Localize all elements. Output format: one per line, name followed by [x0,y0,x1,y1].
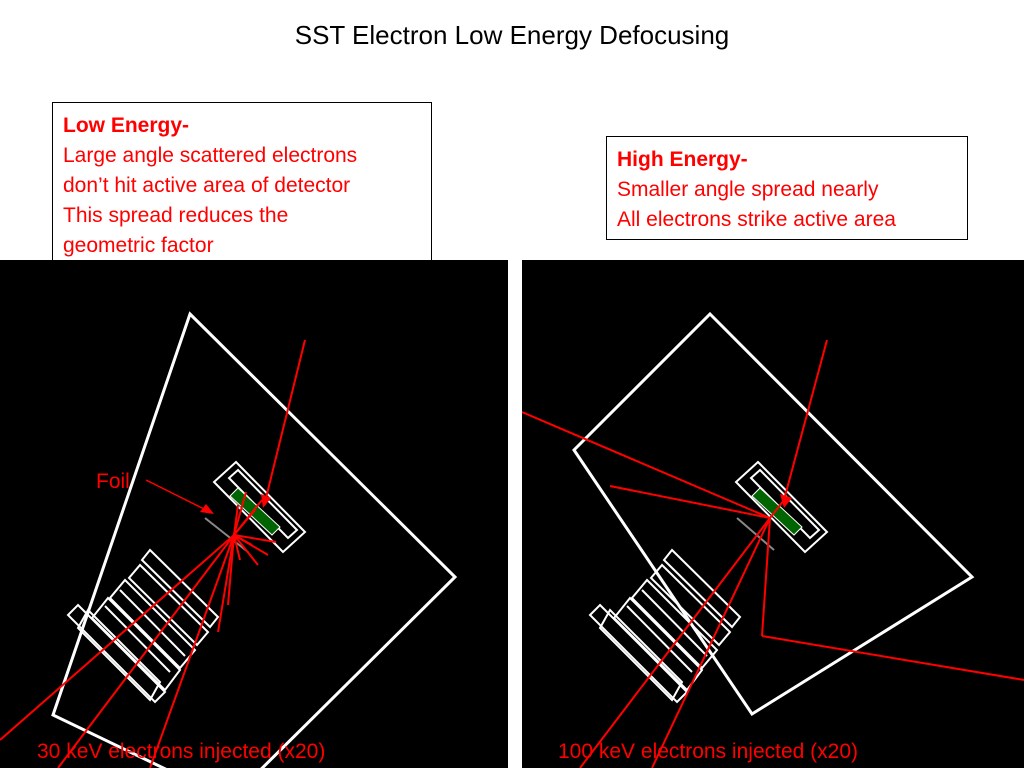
trajectory [233,534,277,543]
trajectory [233,534,259,566]
trajectory [233,534,241,561]
detector-frame-inner [227,468,299,540]
detector-assembly [734,460,829,554]
high-energy-caption: 100 keV electrons injected (x20) [558,740,858,763]
trajectory [57,534,235,768]
collimator-stack [66,548,220,704]
trajectory [609,485,771,519]
trajectory [233,534,253,546]
collimator-ring [662,548,742,629]
trajectory [264,339,306,503]
high-energy-callout: High Energy- Smaller angle spread nearly… [606,136,968,240]
electron-trajectories [0,339,306,768]
collimator-ring [66,603,167,704]
detector-frame-outer [212,460,307,554]
collimator-ring [598,608,684,702]
collimator-inner-line [626,605,693,673]
collimator-inner-line [119,589,186,657]
collimator-ring [588,603,689,704]
collimator-ring [90,596,182,692]
low-energy-callout: Low Energy- Large angle scattered electr… [52,102,432,268]
detector-arrowhead [261,494,271,508]
detector-arrowhead [780,494,792,508]
collimator-ring [127,563,210,647]
trajectory [233,504,239,536]
trajectory [233,491,247,536]
trajectory [522,411,771,519]
collimator-ring [649,563,732,647]
foil-pointer-arrowhead [200,504,214,514]
low-energy-simulation-drawing [0,311,458,768]
high-energy-simulation-panel: 100 keV electrons injected (x20) [522,260,1024,768]
low-energy-line-2: don’t hit active area of detector [63,174,351,197]
collimator-ring [140,548,220,629]
low-energy-line-1: Large angle scattered electrons [63,144,358,167]
trajectory [769,499,785,519]
trajectory [651,517,771,768]
foil-label: Foil [96,470,130,493]
sensor-housing-outline [51,311,458,768]
electron-trajectories [522,339,1024,768]
trajectory [761,635,1024,681]
high-energy-simulation-drawing [522,311,1024,768]
trajectory [149,534,235,768]
detector-frame-outer [734,460,829,554]
trajectory [579,517,771,768]
high-energy-heading: High Energy- [617,148,748,171]
low-energy-line-4: geometric factor [63,234,214,257]
high-energy-line-1: Smaller angle spread nearly [617,178,879,201]
trajectory [761,517,771,637]
foil [204,517,249,553]
trajectory [0,534,235,741]
trajectory [227,534,235,606]
collimator-ring [630,578,719,670]
page-title: SST Electron Low Energy Defocusing [294,20,730,50]
collimator-stack [588,548,742,704]
trajectory [783,339,828,501]
collimator-ring [76,608,162,702]
collimator-inner-line [104,605,171,673]
collimator-ring [108,578,197,670]
collimator-inner-line [641,589,708,657]
high-energy-line-2: All electrons strike active area [617,208,896,231]
detector-frame-inner [749,468,821,540]
foil-pointer-line [145,479,207,511]
sensor-housing-outline [572,311,975,717]
low-energy-simulation-panel: Foil 30 keV electrons injected (x20) [0,260,508,768]
trajectory [217,534,235,633]
detector-active-area [751,487,803,536]
trajectory [233,499,263,536]
low-energy-caption: 30 keV electrons injected (x20) [37,740,326,763]
low-energy-heading: Low Energy- [63,114,190,137]
low-energy-line-3: This spread reduces the [63,204,289,227]
collimator-ring [612,596,704,692]
